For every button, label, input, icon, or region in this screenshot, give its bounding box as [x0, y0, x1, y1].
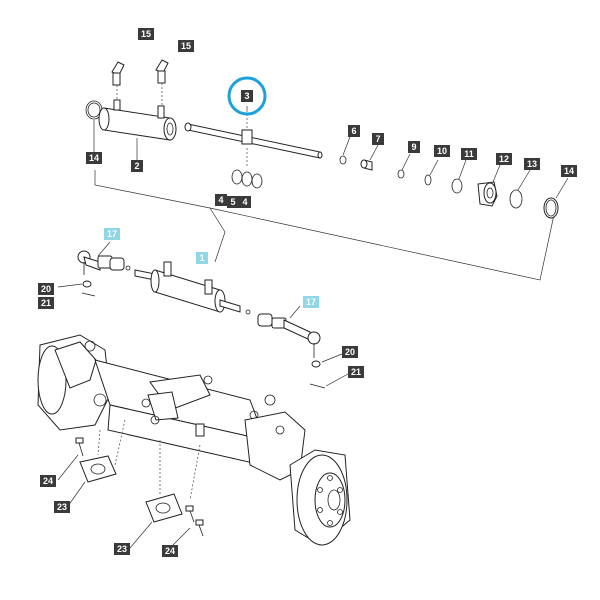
part-label-10[interactable]: 10 [434, 145, 450, 157]
part-label-14b[interactable]: 14 [561, 165, 577, 177]
svg-text:2: 2 [134, 161, 139, 171]
svg-text:15: 15 [181, 41, 191, 51]
cotter-pin-21-left[interactable] [81, 292, 96, 297]
svg-text:23: 23 [117, 544, 127, 554]
svg-text:23: 23 [57, 502, 67, 512]
svg-text:24: 24 [43, 476, 53, 486]
ring-6[interactable] [339, 155, 347, 165]
svg-text:3: 3 [244, 91, 249, 101]
nut-20-right[interactable] [311, 360, 321, 368]
ring-10[interactable] [424, 174, 432, 186]
svg-text:5: 5 [230, 197, 235, 207]
part-label-24a[interactable]: 24 [40, 475, 56, 487]
part-label-23a[interactable]: 23 [54, 501, 70, 513]
part-label-5[interactable]: 5 [227, 196, 239, 208]
part-label-11[interactable]: 11 [461, 148, 477, 160]
svg-text:17: 17 [107, 229, 117, 239]
part-label-14a[interactable]: 14 [86, 152, 102, 164]
svg-text:11: 11 [464, 149, 474, 159]
kit-bracket-stem [209, 207, 226, 233]
part-label-21a[interactable]: 21 [38, 297, 54, 309]
nut-20-left[interactable] [82, 280, 92, 288]
part-label-17a[interactable]: 17 [104, 228, 120, 240]
svg-text:24: 24 [165, 546, 175, 556]
svg-text:14: 14 [89, 153, 99, 163]
fitting-15-left[interactable] [111, 61, 125, 102]
steering-cylinder-1[interactable] [134, 261, 241, 313]
piston-rod-3[interactable] [184, 110, 323, 168]
part-label-17b[interactable]: 17 [303, 296, 319, 308]
part-label-2[interactable]: 2 [131, 160, 143, 172]
part-label-1[interactable]: 1 [196, 252, 208, 264]
tie-rod-end-17-right[interactable] [245, 309, 321, 358]
highlight-ring-part-3 [227, 76, 267, 116]
part-label-6[interactable]: 6 [348, 125, 360, 137]
bushing-7[interactable] [360, 159, 373, 171]
svg-text:17: 17 [306, 297, 316, 307]
cotter-pin-21-right[interactable] [309, 383, 326, 389]
svg-text:21: 21 [41, 298, 51, 308]
svg-text:4: 4 [218, 195, 223, 205]
bolt-24-right[interactable] [185, 505, 204, 537]
svg-text:20: 20 [345, 347, 355, 357]
svg-text:13: 13 [527, 159, 537, 169]
svg-text:21: 21 [351, 367, 361, 377]
gasket-23-right[interactable] [145, 493, 183, 523]
part-label-7[interactable]: 7 [372, 133, 384, 145]
kit-bracket-stem-b [214, 231, 226, 263]
front-axle-housing[interactable] [37, 334, 351, 546]
svg-text:1: 1 [199, 253, 204, 263]
part-label-9[interactable]: 9 [408, 141, 420, 153]
ring-9[interactable] [397, 169, 405, 179]
part-label-23b[interactable]: 23 [114, 543, 130, 555]
part-label-4b[interactable]: 4 [239, 196, 251, 208]
svg-text:6: 6 [351, 126, 356, 136]
ring-13[interactable] [509, 189, 523, 209]
svg-text:4: 4 [242, 197, 247, 207]
steering-cylinder-assembly [57, 241, 349, 389]
part-label-21b[interactable]: 21 [348, 366, 364, 378]
gasket-23-left[interactable] [79, 455, 117, 483]
svg-text:20: 20 [41, 284, 51, 294]
fitting-15-right[interactable] [155, 59, 169, 108]
svg-text:10: 10 [437, 146, 447, 156]
seal-set-4-5-4[interactable] [231, 169, 263, 189]
svg-text:9: 9 [411, 142, 416, 152]
part-label-15b[interactable]: 15 [178, 40, 194, 52]
part-label-24b[interactable]: 24 [162, 545, 178, 557]
part-label-12[interactable]: 12 [496, 153, 512, 165]
cylinder-barrel-2[interactable] [98, 99, 177, 141]
ring-11[interactable] [451, 178, 463, 194]
part-labels: 15 15 3 14 2 6 7 9 10 11 12 13 14 4 5 [38, 28, 577, 557]
part-label-4a[interactable]: 4 [215, 194, 227, 206]
svg-text:15: 15 [141, 29, 151, 39]
gland-nut-12[interactable] [477, 181, 498, 207]
part-label-15a[interactable]: 15 [138, 28, 154, 40]
part-label-20a[interactable]: 20 [38, 283, 54, 295]
tie-rod-end-17-left[interactable] [77, 250, 125, 275]
cylinder-kit-group [85, 59, 569, 281]
svg-text:14: 14 [564, 166, 574, 176]
svg-text:7: 7 [375, 134, 380, 144]
part-label-13[interactable]: 13 [524, 158, 540, 170]
part-label-3[interactable]: 3 [241, 90, 253, 102]
part-label-20b[interactable]: 20 [342, 346, 358, 358]
bolt-24-left[interactable] [75, 437, 84, 457]
svg-text:12: 12 [499, 154, 509, 164]
